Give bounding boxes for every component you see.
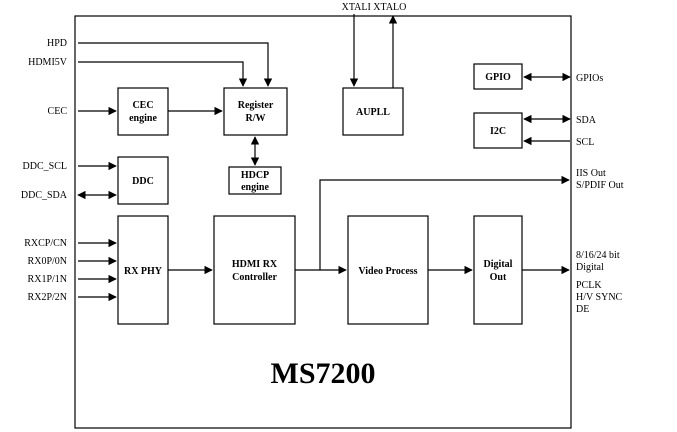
svg-text:Out: Out [490, 272, 507, 283]
svg-text:Digital: Digital [484, 259, 513, 270]
rx2p-label: RX2P/2N [28, 292, 67, 303]
svg-text:engine: engine [129, 113, 157, 124]
hdcp-engine-block: HDCP engine [228, 166, 282, 195]
svg-text:Register: Register [238, 100, 274, 111]
svg-text:CEC: CEC [132, 100, 153, 111]
i2c-block: I2C [473, 112, 523, 149]
gpio-block: GPIO [473, 63, 523, 90]
rx1p-label: RX1P/1N [28, 274, 67, 285]
svg-text:RX PHY: RX PHY [124, 266, 163, 277]
rxcp-label: RXCP/CN [24, 238, 67, 249]
iis-out-label: IIS Out [576, 168, 606, 179]
ddc-block: DDC [117, 156, 169, 205]
video-process-block: Video Process [347, 215, 429, 325]
scl-label: SCL [576, 137, 594, 148]
register-rw-block: Register R/W [223, 87, 288, 136]
gpios-label: GPIOs [576, 73, 603, 84]
svg-text:AUPLL: AUPLL [356, 107, 390, 118]
hpd-wire [78, 42, 273, 87]
svg-text:R/W: R/W [246, 113, 266, 124]
rx-phy-block: RX PHY [117, 215, 169, 325]
digital-label: Digital [576, 262, 604, 273]
cec-engine-block: CEC engine [117, 87, 169, 136]
svg-text:engine: engine [241, 182, 269, 193]
svg-text:Video Process: Video Process [358, 266, 417, 277]
chip-title: MS7200 [271, 357, 376, 390]
right-signal-labels: GPIOs SDA SCL IIS Out S/PDIF Out 8/16/24… [576, 73, 624, 315]
hpd-label: HPD [47, 38, 67, 49]
svg-text:DDC: DDC [132, 176, 154, 187]
svg-text:Controller: Controller [232, 272, 277, 283]
de-label: DE [576, 304, 589, 315]
svg-text:GPIO: GPIO [485, 72, 511, 83]
pclk-label: PCLK [576, 280, 602, 291]
spdif-out-label: S/PDIF Out [576, 180, 624, 191]
hdmi5v-wire [78, 61, 248, 87]
hv-sync-label: H/V SYNC [576, 292, 623, 303]
hdmi5v-label: HDMI5V [28, 57, 68, 68]
iis-out-wire [319, 175, 570, 270]
svg-text:HDCP: HDCP [241, 170, 269, 181]
xtal-label: XTALI XTALO [342, 2, 407, 13]
connections [77, 14, 571, 302]
ddc-scl-label: DDC_SCL [23, 161, 67, 172]
svg-text:I2C: I2C [490, 126, 506, 137]
ddc-sda-label: DDC_SDA [21, 190, 68, 201]
bit-depth-label: 8/16/24 bit [576, 250, 620, 261]
sda-label: SDA [576, 115, 597, 126]
rx0p-label: RX0P/0N [28, 256, 67, 267]
hdmi-rx-controller-block: HDMI RX Controller [213, 215, 296, 325]
left-signal-labels: HPD HDMI5V CEC DDC_SCL DDC_SDA RXCP/CN R… [21, 38, 68, 303]
aupll-block: AUPLL [342, 87, 404, 136]
cec-label: CEC [48, 106, 68, 117]
digital-out-block: Digital Out [473, 215, 523, 325]
svg-text:HDMI RX: HDMI RX [232, 259, 278, 270]
